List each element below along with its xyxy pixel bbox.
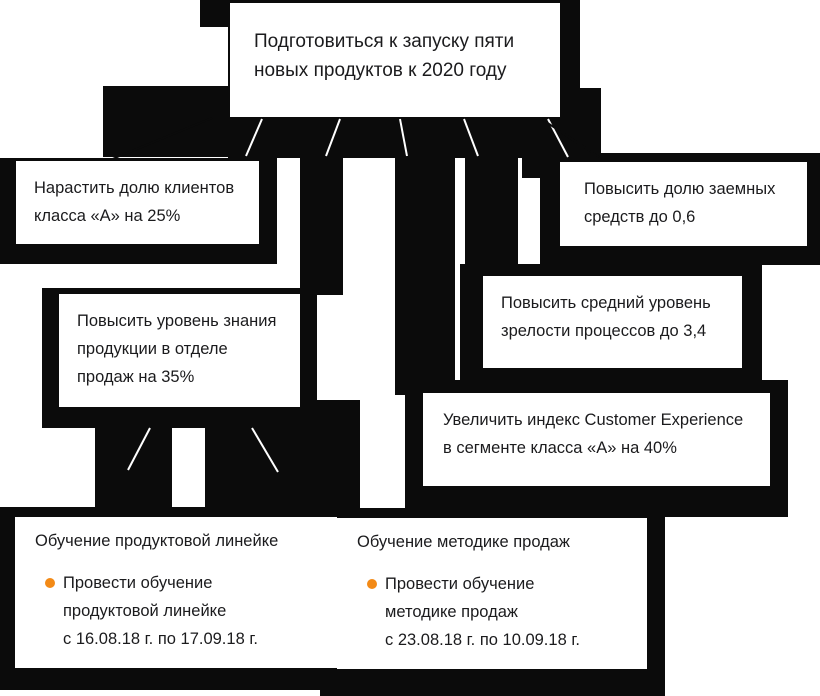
task-text-line: продуктовой линейке [63, 602, 227, 620]
bullet-dot-icon [367, 579, 377, 589]
connector-knowledge-method [205, 400, 360, 510]
task-bullet-item: Провести обучение продуктовой линейке с … [35, 569, 337, 653]
goal-box-cx[interactable]: Увеличить индекс Customer Experience в с… [423, 393, 770, 486]
goal-text-line: Увеличить индекс Customer Experience [443, 411, 744, 429]
task-text-line: Провести обучение [63, 574, 213, 592]
goal-box-knowledge[interactable]: Повысить уровень знания продукции в отде… [59, 294, 300, 407]
root-shadow-corner [200, 0, 228, 27]
task-title: Обучение методике продаж [357, 533, 570, 551]
task-title: Обучение продуктовой линейке [35, 532, 279, 550]
connector-root-knowledge [300, 155, 343, 295]
goal-text-line: средств до 0,6 [584, 208, 696, 226]
goal-text-line: продаж на 35% [77, 368, 195, 386]
task-text-line: Провести обучение [385, 575, 535, 593]
connector-root-cx [395, 155, 455, 395]
task-text-line: методике продаж [385, 603, 518, 621]
task-box-training-method[interactable]: Обучение методике продаж Провести обучен… [337, 518, 647, 669]
task-bullet-item: Провести обучение методике продаж с 23.0… [357, 570, 647, 654]
connector-knowledge-product [95, 428, 172, 510]
goal-text-line: новых продуктов к 2020 году [254, 59, 507, 81]
goal-text-line: Подготовиться к запуску пяти [254, 31, 515, 52]
goal-box-borrowed[interactable]: Повысить долю заемных средств до 0,6 [560, 162, 807, 246]
connector-stub [522, 155, 543, 178]
connector-root-maturity [465, 155, 518, 270]
connector-root-clients [103, 86, 228, 157]
goal-text-line: зрелости процессов до 3,4 [501, 322, 707, 340]
goal-text-line: Повысить средний уровень [501, 294, 711, 312]
goal-box-maturity[interactable]: Повысить средний уровень зрелости процес… [483, 276, 742, 368]
task-text-line: с 16.08.18 г. по 17.09.18 г. [63, 630, 258, 648]
bullet-dot-icon [45, 578, 55, 588]
task-text-line: с 23.08.18 г. по 10.09.18 г. [385, 631, 580, 649]
goal-box-clients[interactable]: Нарастить долю клиентов класса «А» на 25… [16, 161, 259, 244]
goal-text-line: в сегменте класса «А» на 40% [443, 439, 677, 457]
goal-box-root[interactable]: Подготовиться к запуску пяти новых проду… [230, 3, 560, 117]
goal-text-line: Повысить уровень знания [77, 312, 277, 330]
goal-text-line: класса «А» на 25% [34, 207, 181, 225]
goal-text-line: Повысить долю заемных [584, 180, 776, 198]
connector-root-borrowed [560, 88, 601, 158]
goal-text-line: Нарастить долю клиентов [34, 179, 235, 197]
task-box-training-product[interactable]: Обучение продуктовой линейке Провести об… [15, 517, 337, 668]
goal-text-line: продукции в отделе [77, 340, 228, 358]
